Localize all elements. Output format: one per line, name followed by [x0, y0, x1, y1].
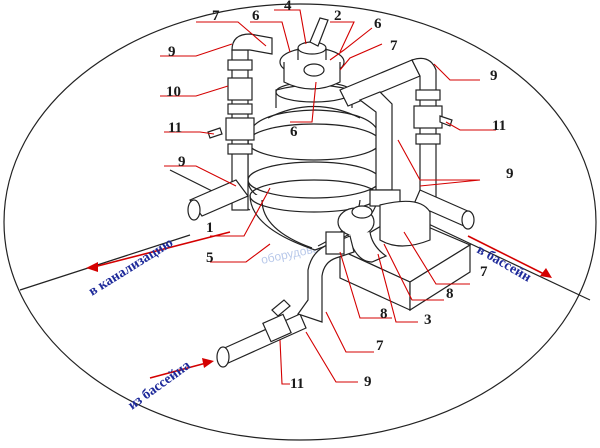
filter-tank [247, 81, 381, 251]
part-number-6-center: 6 [290, 124, 298, 140]
label-from-pool: из бассейна [126, 358, 194, 413]
part-number-8-bottom: 8 [380, 306, 388, 322]
leader-lines [160, 9, 496, 385]
part-number-4: 4 [284, 0, 292, 14]
label-to-sewer: в канализацию [86, 235, 176, 299]
part-number-11-bottom: 11 [290, 376, 304, 392]
pool-return-pipe [413, 189, 475, 230]
part-number-9-right-top: 9 [490, 68, 498, 84]
floor-line-right [419, 219, 591, 301]
part-number-6-top-right: 6 [374, 16, 382, 32]
right-pipe-assembly [339, 57, 453, 201]
part-number-11-left: 11 [168, 120, 182, 136]
part-number-8-right: 8 [446, 286, 454, 302]
pump [337, 189, 431, 263]
part-number-9-left: 9 [178, 154, 186, 170]
left-pipe-assembly [207, 33, 273, 211]
sewer-outlet-pipe [187, 179, 249, 221]
part-number-2: 2 [334, 8, 342, 24]
pump-base [338, 214, 472, 312]
part-number-7-bottom-right: 7 [480, 264, 488, 280]
part-number-6-top-left: 6 [252, 8, 260, 24]
part-number-7-top-left: 7 [212, 8, 220, 24]
part-number-7-bottom: 7 [376, 338, 384, 354]
part-number-1: 1 [206, 220, 214, 236]
direction-arrows [86, 231, 552, 379]
part-number-9-right: 9 [506, 166, 514, 182]
part-number-5: 5 [206, 250, 214, 266]
part-number-10: 10 [166, 84, 181, 100]
part-number-3: 3 [424, 312, 432, 328]
floor-line-left [19, 234, 191, 291]
ground-ellipse [3, 3, 597, 441]
part-number-9-bottom: 9 [364, 374, 372, 390]
part-number-7-top-right: 7 [390, 38, 398, 54]
part-number-9-top-left: 9 [168, 44, 176, 60]
multiport-valve [279, 17, 345, 90]
suction-pipe [216, 231, 355, 368]
part-number-11-right: 11 [492, 118, 506, 134]
